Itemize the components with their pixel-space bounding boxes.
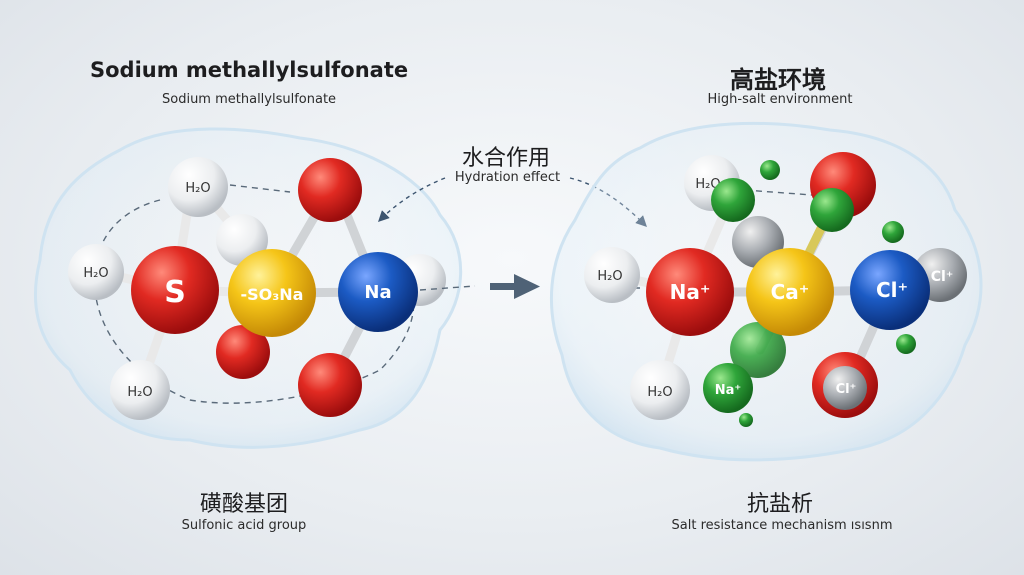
water-label: H₂O — [185, 181, 210, 196]
right-dashed-top — [744, 189, 813, 196]
atom-sodium — [338, 252, 418, 332]
left-caption-en: Sulfonic acid group — [181, 518, 307, 533]
right-title: 高盐环境 — [730, 66, 826, 94]
right-caption-en: Salt resistance mechanism ısısnm — [671, 518, 893, 533]
water-label: H₂O — [597, 269, 622, 284]
atom-oxygen-top — [298, 158, 362, 222]
water-label: H₂O — [647, 385, 672, 400]
atom-sodium-label: Na — [364, 282, 391, 303]
ion-sodium-label: Na⁺ — [670, 280, 711, 304]
atom-water-right-left — [584, 247, 640, 303]
ion-green-tiny-1 — [760, 160, 780, 180]
ion-sodium-green-label: Na⁺ — [715, 383, 742, 398]
atom-water-top-left — [168, 157, 228, 217]
atom-so3na — [228, 249, 316, 337]
ion-chloride-white-label: Cl⁺ — [931, 269, 953, 285]
ion-chloride — [850, 250, 930, 330]
left-title: Sodium methallylsulfonate — [90, 58, 409, 82]
left-na-dashed — [419, 285, 476, 291]
hydration-label-zh: 水合作用 — [461, 146, 550, 171]
atom-green-back-mid — [730, 322, 786, 378]
right-subtitle: High-salt environment — [707, 92, 853, 107]
atom-water-bottom-left — [110, 360, 170, 420]
ion-chloride-grey — [823, 366, 867, 410]
atom-oxygen-bottom — [298, 353, 362, 417]
left-subtitle: Sodium methallylsulfonate — [162, 92, 337, 107]
water-label: H₂O — [127, 385, 152, 400]
ion-calcium-label: Ca⁺ — [771, 280, 810, 304]
atom-water-right-bottom — [630, 360, 690, 420]
left-caption-zh: 磺酸基团 — [199, 492, 288, 517]
atom-red-bottom-back — [216, 325, 270, 379]
left-dashed-loop — [93, 199, 415, 404]
ion-chloride-grey-label: Cl⁺ — [836, 382, 857, 397]
ion-green-top-left — [711, 178, 755, 222]
ion-green-tiny-2 — [882, 221, 904, 243]
ion-green-tiny-4 — [739, 413, 753, 427]
atom-sulfur-label: S — [164, 275, 186, 310]
transition-arrow — [490, 274, 540, 299]
right-caption-zh: 抗盐析 — [746, 492, 813, 517]
ion-chloride-label: Cl⁺ — [876, 278, 908, 302]
ion-sodium — [646, 248, 734, 336]
atom-sulfur — [131, 246, 219, 334]
atom-so3na-label: -SO₃Na — [241, 285, 304, 304]
ion-green-top-right — [810, 188, 854, 232]
hydration-label-en: Hydration effect — [454, 170, 561, 185]
atom-water-left — [68, 244, 124, 300]
water-label: H₂O — [83, 266, 108, 281]
water-label-partial: H₂O — [695, 177, 720, 192]
ion-sodium-green — [703, 363, 753, 413]
ion-green-tiny-3 — [896, 334, 916, 354]
ion-calcium — [746, 248, 834, 336]
